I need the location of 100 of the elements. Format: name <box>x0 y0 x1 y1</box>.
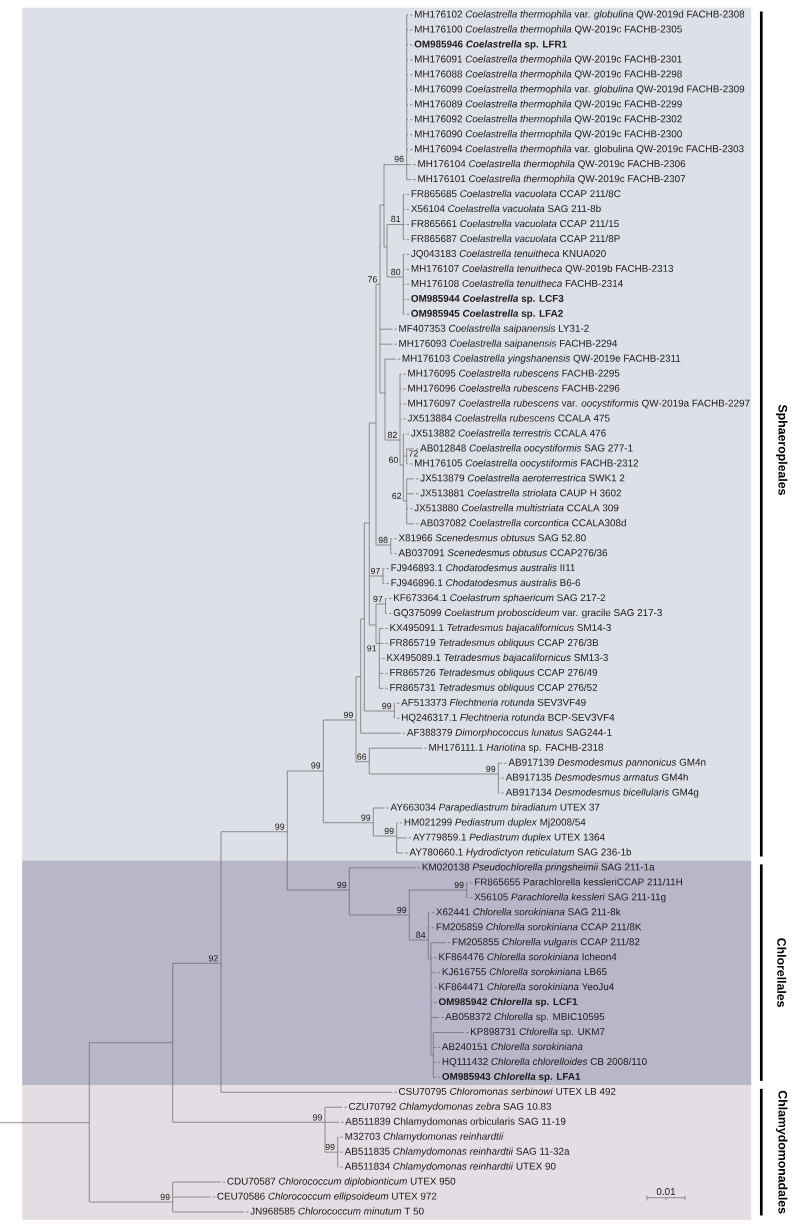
tree-branch <box>363 618 365 712</box>
taxon-label: CDU70587 Chlorococcum diplobionticum UTEX 950 <box>227 1177 456 1187</box>
bootstrap-value: 76 <box>367 276 377 283</box>
tree-branch <box>375 603 386 605</box>
tree-branch <box>402 239 410 240</box>
taxon-label: AF513373 Flechtneria rotunda SEV3VF49 <box>401 698 586 706</box>
tree-branch <box>406 149 413 150</box>
tree-branch <box>402 500 408 502</box>
tree-branch <box>406 463 413 465</box>
tree-branch <box>430 957 438 958</box>
tree-branch <box>402 254 410 255</box>
tree-branch <box>372 807 374 824</box>
tree-branch <box>390 538 398 540</box>
tree-branch <box>399 373 401 390</box>
tree-branch <box>385 603 386 614</box>
taxon-label: FR865719 Tetradesmus obliquus CCAP 276/3B <box>390 638 599 648</box>
bootstrap-value: 99 <box>337 881 347 889</box>
tree-branch <box>427 927 435 929</box>
tree-branch <box>348 867 350 891</box>
tree-branch <box>379 328 398 330</box>
tree-branch <box>430 942 432 958</box>
tree-branch <box>466 897 473 899</box>
taxon-label: MH176095 Coelastrella rubescens FACHB-2295 <box>408 369 620 377</box>
taxon-label: X56105 Parachlorella kessleri SAG 211-11g <box>474 893 666 903</box>
tree-branch <box>402 269 410 270</box>
taxon-label: FM205855 Chlorella vulgaris CCAP 211/82 <box>452 938 640 948</box>
tree-branch <box>172 1042 174 1123</box>
tree-branch <box>382 575 384 584</box>
tree-branch <box>406 493 408 502</box>
tree-branch <box>355 761 370 763</box>
taxon-label: MH176108 Coelastrella tenuitheca FACHB-2314 <box>411 279 623 287</box>
tree-branch <box>378 673 389 674</box>
bootstrap-value: 91 <box>367 645 377 652</box>
taxon-label: GQ375099 Coelastrum proboscideum var. gracile SAG 217-3 <box>393 608 662 619</box>
bootstrap-value: 84 <box>416 931 426 939</box>
bootstrap-value: 99 <box>325 1143 335 1151</box>
tree-branch <box>337 1166 344 1168</box>
tree-branch <box>406 104 413 106</box>
tree-branch <box>427 939 429 960</box>
taxon-label: AY663034 Parapediastrum biradiatum UTEX 37 <box>390 803 600 813</box>
tree-branch <box>399 403 401 420</box>
tree-branch <box>378 643 380 659</box>
tree-branch <box>386 276 404 278</box>
bootstrap-value: 99 <box>343 711 353 719</box>
taxon-label: KF864476 Chlorella sorokiniana Icheon4 <box>439 953 617 961</box>
taxon-label: JX513880 Coelastrella multistriata CCALA 309 <box>414 504 619 512</box>
tree-branch <box>172 1181 226 1183</box>
taxon-label: KX495089.1 Tetradesmus bajacalifornicus SM13-3 <box>387 653 608 663</box>
taxon-label: HQ246317.1 Flechtneria rotunda BCP-SEV3VF4 <box>402 713 615 723</box>
tree-branch <box>324 1151 339 1153</box>
taxon-label: FJ946896.1 Chodatodesmus australis B6-6 <box>391 578 581 587</box>
taxon-label: KF673364.1 Coelastrum sphaericum SAG 217-2 <box>394 593 605 604</box>
tree-branch <box>396 822 398 837</box>
taxon-label: KF864471 Chlorella sorokiniana YeoJu4 <box>439 982 614 991</box>
tree-branch <box>430 942 451 944</box>
tree-branch <box>384 392 386 441</box>
tree-branch <box>322 770 324 824</box>
taxon-label: MH176104 Coelastrella thermophila QW-2019c FACHB-2306 <box>418 159 686 170</box>
tree-branch <box>402 209 410 210</box>
bootstrap-value: 99 <box>311 762 321 769</box>
taxon-label: MH176093 Coelastrella saipanensis FACHB-2294 <box>399 339 618 349</box>
tree-branch <box>402 254 404 270</box>
tree-branch <box>337 1136 339 1153</box>
taxon-label: AB917135 Desmodesmus armatus GM4h <box>505 773 688 781</box>
taxon-label: MH176094 Coelastrella thermophila var. globulina QW-2019c FACHB-2303 <box>415 145 744 155</box>
tree-branch <box>379 283 381 330</box>
tree-branch <box>378 643 389 644</box>
tree-branch <box>396 837 398 854</box>
tree-branch <box>430 958 432 973</box>
tree-branch <box>348 889 350 916</box>
tree-branch <box>402 224 410 225</box>
tree-branch <box>88 1122 90 1203</box>
bootstrap-value: 98 <box>378 536 388 544</box>
bootstrap-value: 72 <box>408 450 418 457</box>
tree-branch <box>368 624 377 626</box>
tree-branch <box>430 972 432 988</box>
tree-branch <box>379 328 381 345</box>
taxon-label: KX495091.1 Tetradesmus bajacalifornicus SM14-3 <box>390 623 611 633</box>
bootstrap-value: 66 <box>357 753 367 760</box>
tree-branch <box>432 1032 469 1033</box>
bootstrap-value: 60 <box>388 456 398 464</box>
tree-branch <box>430 972 441 973</box>
tree-branch <box>396 837 412 839</box>
taxon-label: JX513884 Coelastrella rubescens CCALA 475 <box>407 414 610 422</box>
tree-branch <box>385 598 386 605</box>
tree-branch <box>406 455 408 465</box>
tree-branch <box>466 882 473 884</box>
taxon-label: AF388379 Dimorphococcus lunatus SAG244-1 <box>406 728 612 738</box>
taxon-label: AB511835 Chlamydomonas reinhardtii SAG 11-32a <box>344 1147 570 1157</box>
tree-branch <box>396 835 398 839</box>
tree-branch <box>402 433 404 457</box>
taxon-label: MH176099 Coelastrella thermophila var. globulina QW-2019d FACHB-2309 <box>415 85 745 95</box>
tree-branch <box>393 710 395 719</box>
tree-branch <box>88 1201 174 1203</box>
tree-branch <box>497 762 508 764</box>
tree-branch <box>432 1047 434 1056</box>
tree-branch <box>396 852 409 854</box>
tree-branch <box>393 702 395 712</box>
tree-branch <box>406 179 417 180</box>
taxon-label: OM985944 Coelastrella sp. LCF3 <box>411 294 564 304</box>
